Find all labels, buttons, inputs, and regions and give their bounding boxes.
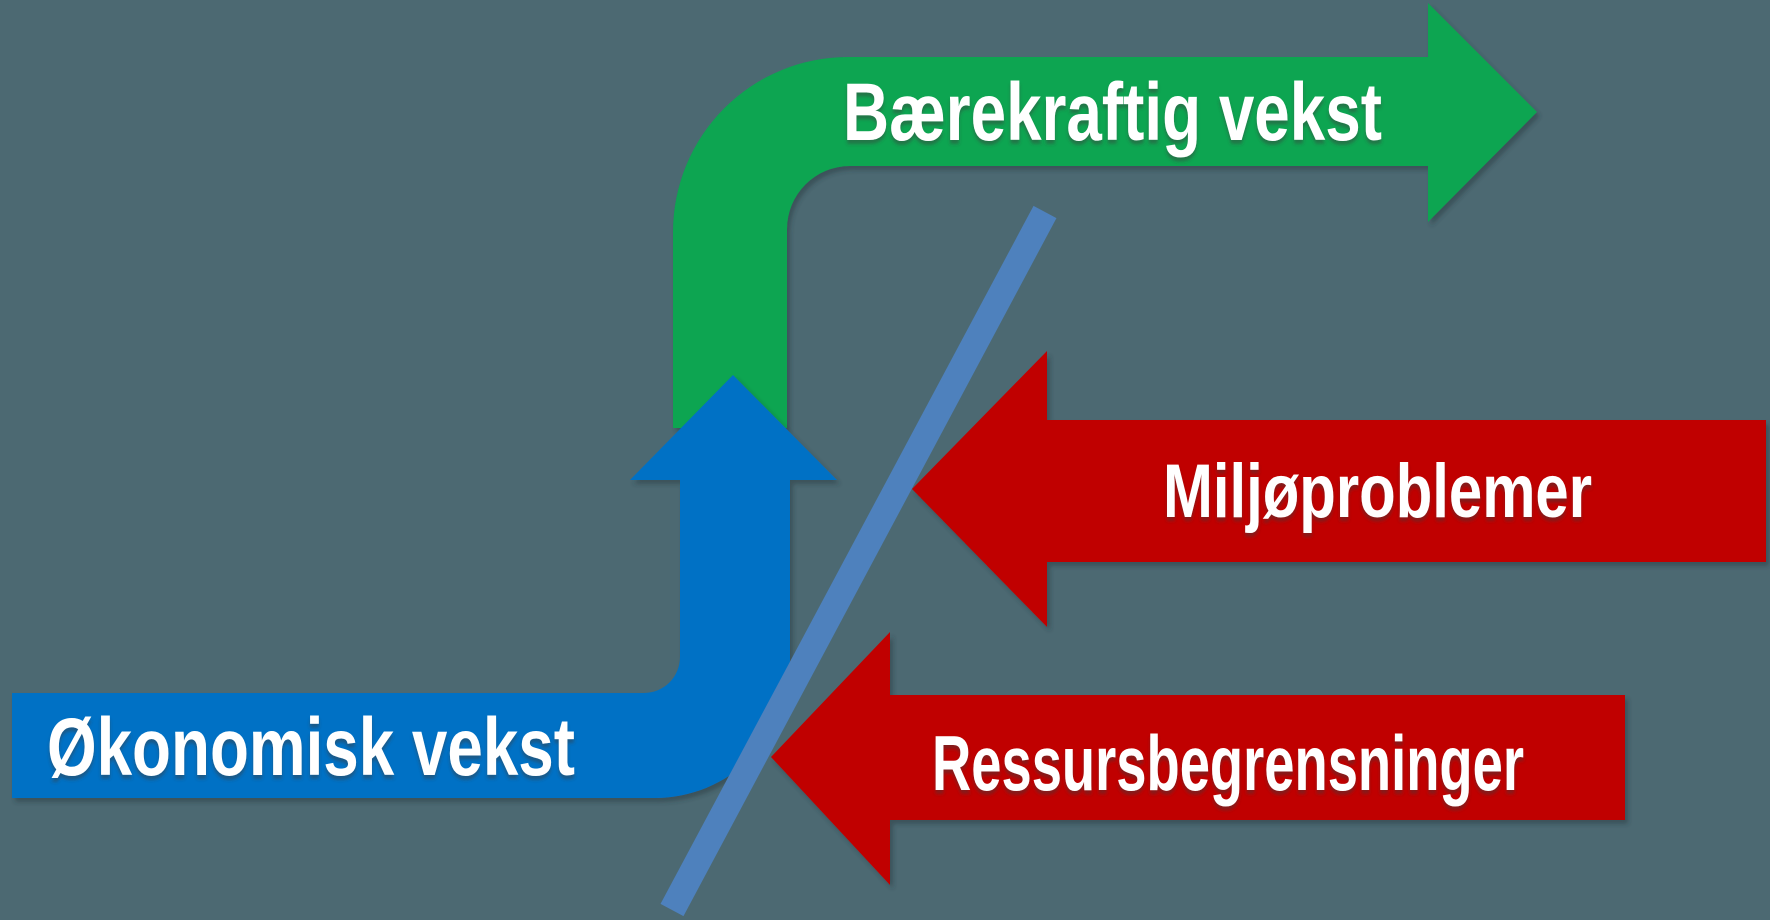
environmental-problems-label: Miljøproblemer	[1163, 449, 1592, 534]
economic-growth-label: Økonomisk vekst	[47, 702, 575, 793]
sustainable-growth-label: Bærekraftig vekst	[843, 67, 1382, 158]
resource-constraints-arrow	[771, 632, 1625, 885]
environmental-problems-arrow	[912, 351, 1766, 627]
resource-constraints-label: Ressursbegrensninger	[932, 719, 1524, 807]
economic-growth-arrow	[12, 375, 837, 798]
sustainable-growth-arrow	[673, 3, 1537, 428]
diagonal-divider-line	[660, 205, 1057, 917]
